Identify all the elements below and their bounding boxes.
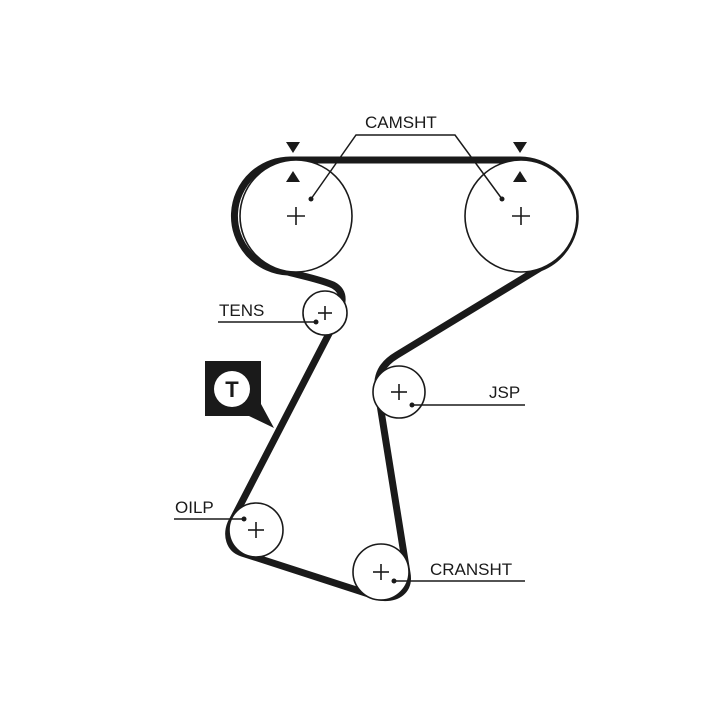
- jackshaft-label: JSP: [489, 383, 520, 402]
- oil-pump-pulley: [228, 502, 284, 558]
- camshaft-pulley-left: [239, 159, 353, 273]
- tensioner-label: TENS: [219, 301, 264, 320]
- jackshaft-pulley: [372, 365, 426, 419]
- crankshaft-label: CRANSHT: [430, 560, 512, 579]
- badge-letter: T: [225, 377, 239, 402]
- camshaft-label: CAMSHT: [365, 113, 437, 132]
- camshaft-leader: [308, 134, 505, 202]
- crankshaft-leader: [391, 578, 525, 584]
- jackshaft-leader: [409, 402, 525, 408]
- tensioner-badge-icon: T: [205, 361, 274, 428]
- tensioner-leader: [218, 319, 319, 325]
- tensioner-pulley: [302, 290, 348, 336]
- timing-mark-left: [286, 142, 300, 182]
- timing-mark-right: [513, 142, 527, 182]
- oil-pump-label: OILP: [175, 498, 214, 517]
- crankshaft-pulley: [352, 543, 410, 601]
- oil-pump-leader: [174, 516, 247, 522]
